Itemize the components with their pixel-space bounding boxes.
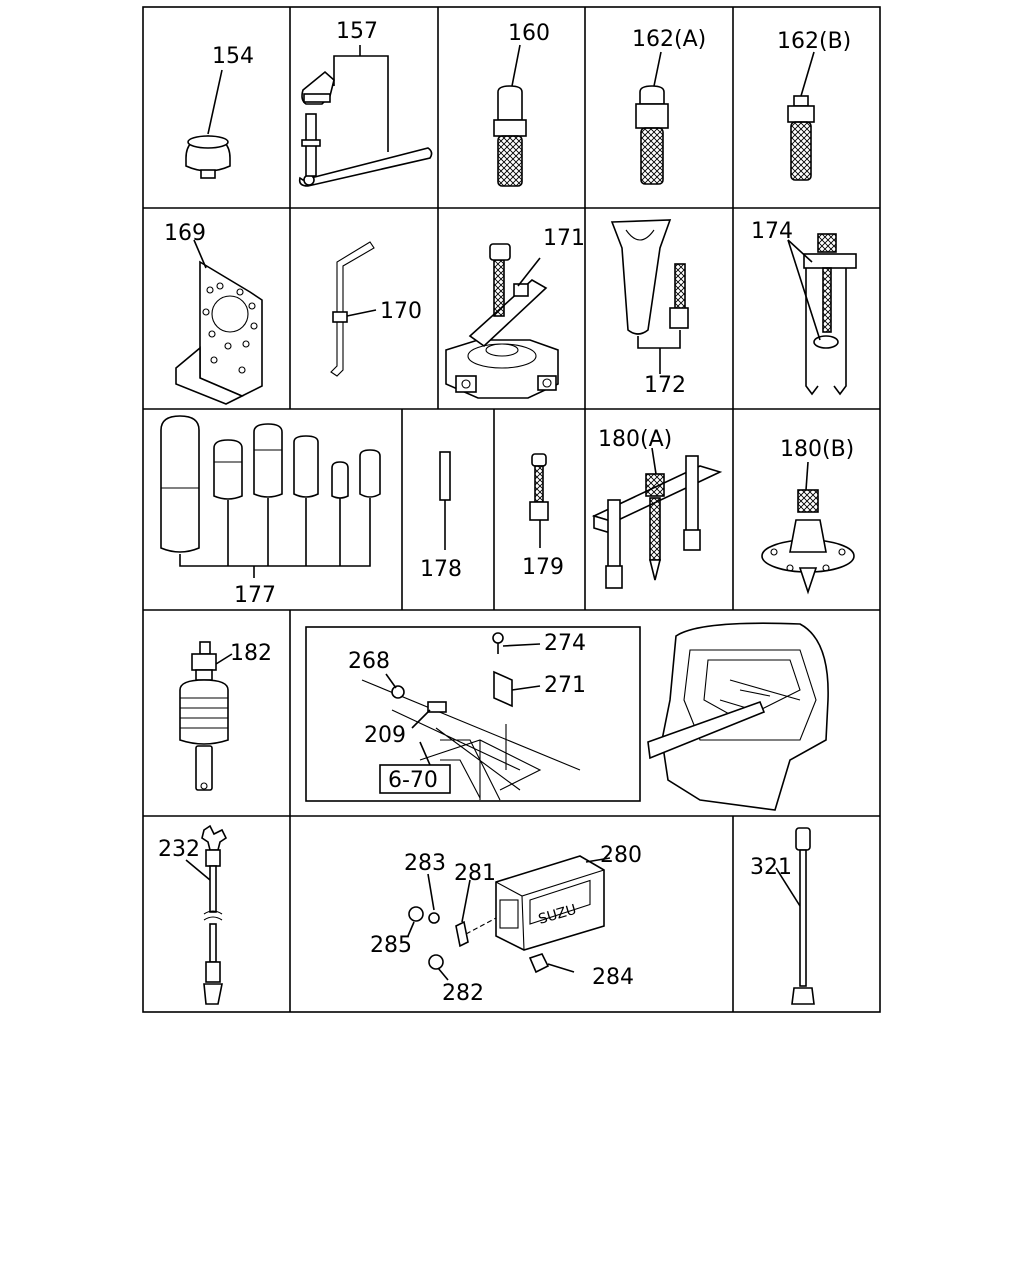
part-180-b bbox=[761, 461, 855, 595]
label-174: 174 bbox=[751, 219, 793, 244]
label-157: 157 bbox=[336, 19, 378, 44]
label-274: 274 bbox=[544, 631, 586, 656]
label-162b: 162(B) bbox=[777, 29, 851, 54]
label-180a: 180(A) bbox=[598, 427, 672, 452]
part-177 bbox=[160, 415, 381, 578]
part-171 bbox=[445, 243, 559, 399]
part-180-a bbox=[591, 447, 723, 589]
part-169 bbox=[175, 239, 263, 405]
label-160: 160 bbox=[508, 21, 550, 46]
part-170 bbox=[330, 241, 377, 377]
part-157 bbox=[298, 45, 433, 187]
label-182: 182 bbox=[230, 641, 272, 666]
part-172 bbox=[610, 219, 689, 374]
part-162-a bbox=[635, 51, 669, 185]
label-285: 285 bbox=[370, 933, 412, 958]
label-271: 271 bbox=[544, 673, 586, 698]
part-182 bbox=[179, 641, 233, 791]
label-284: 284 bbox=[592, 965, 634, 990]
label-268: 268 bbox=[348, 649, 390, 674]
part-232 bbox=[185, 824, 228, 1005]
part-154 bbox=[185, 69, 231, 179]
part-179 bbox=[529, 453, 549, 548]
part-321 bbox=[775, 827, 815, 1005]
vehicle-overview bbox=[647, 622, 829, 811]
label-283: 283 bbox=[404, 851, 446, 876]
label-170: 170 bbox=[380, 299, 422, 324]
part-162-b bbox=[787, 51, 815, 181]
label-232: 232 bbox=[158, 837, 200, 862]
part-280-assembly: SUZU bbox=[407, 855, 611, 981]
label-171: 171 bbox=[543, 226, 585, 251]
label-169: 169 bbox=[164, 221, 206, 246]
grid-lines bbox=[142, 6, 881, 1013]
label-209: 209 bbox=[364, 723, 406, 748]
label-172: 172 bbox=[644, 373, 686, 398]
label-179: 179 bbox=[522, 555, 564, 580]
label-180b: 180(B) bbox=[780, 437, 854, 462]
label-280: 280 bbox=[600, 843, 642, 868]
part-160 bbox=[493, 44, 527, 187]
part-174 bbox=[787, 233, 857, 396]
label-281: 281 bbox=[454, 861, 496, 886]
label-178: 178 bbox=[420, 557, 462, 582]
part-178 bbox=[439, 451, 451, 550]
label-177: 177 bbox=[234, 583, 276, 608]
inset-detail bbox=[305, 626, 641, 802]
label-162a: 162(A) bbox=[632, 27, 706, 52]
label-282: 282 bbox=[442, 981, 484, 1006]
label-ref-6-70: 6-70 bbox=[388, 768, 438, 793]
label-154: 154 bbox=[212, 44, 254, 69]
label-321: 321 bbox=[750, 855, 792, 880]
